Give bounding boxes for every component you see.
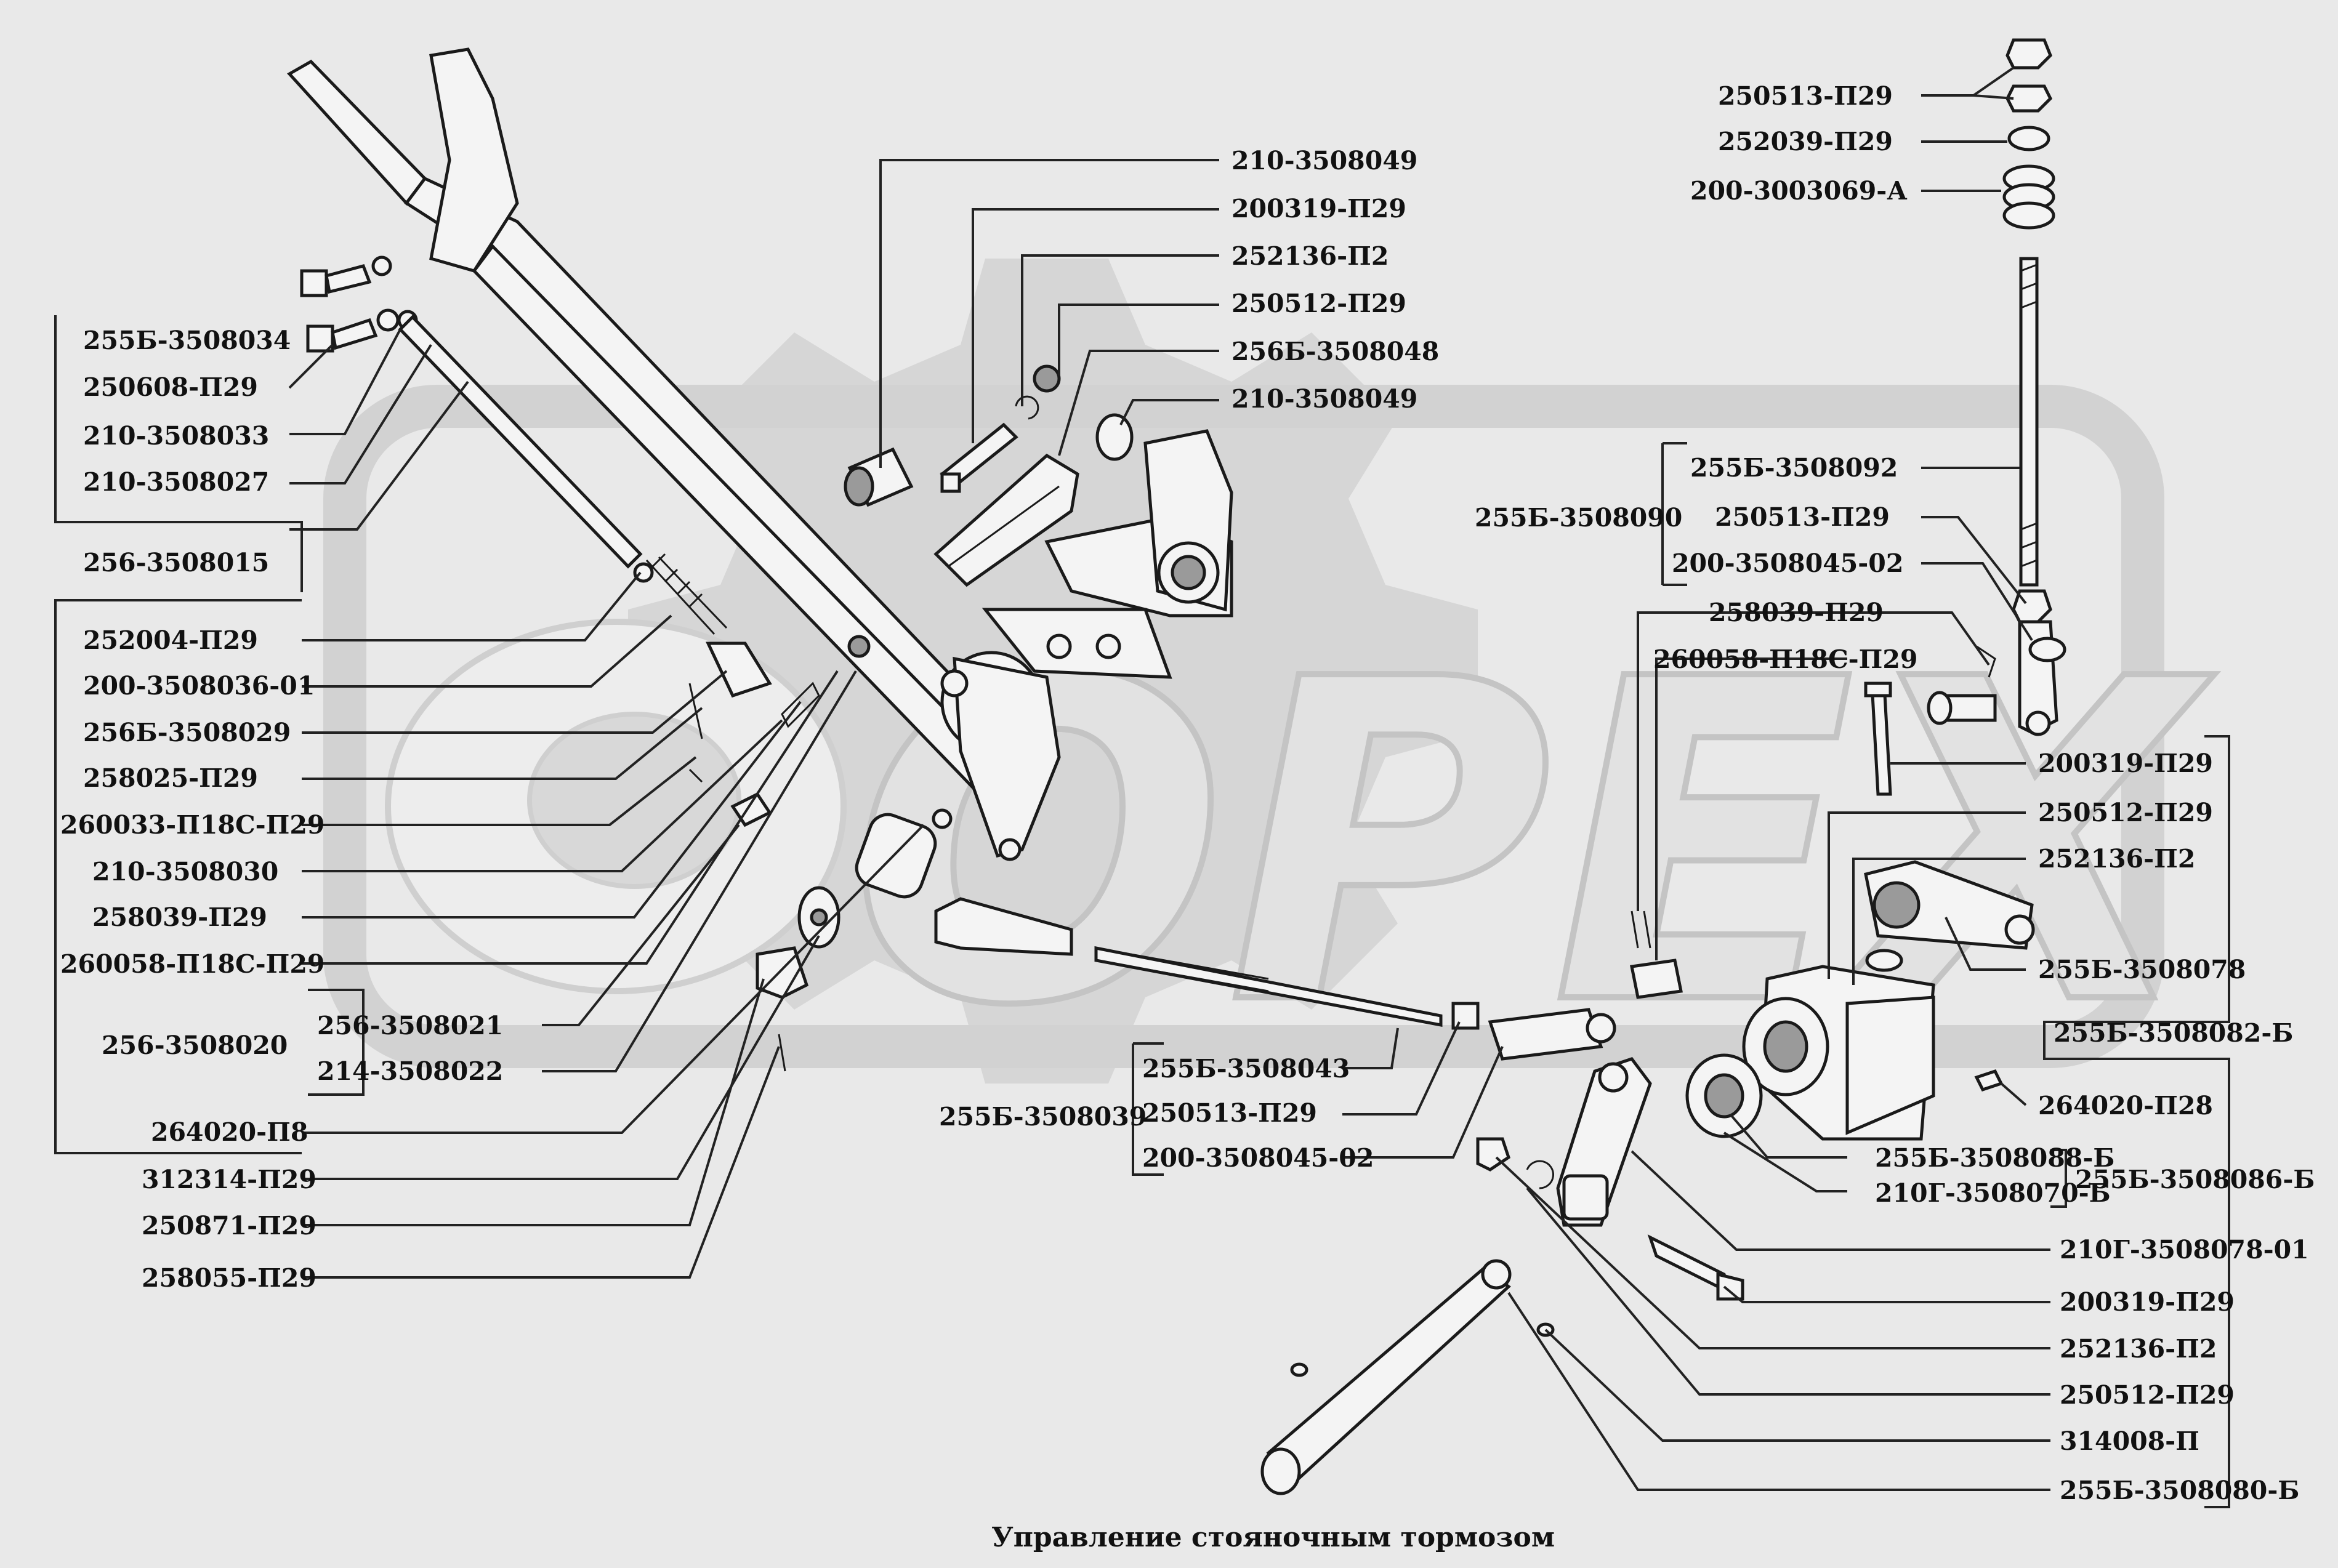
label-210-3508027: 210-3508027 — [83, 467, 269, 497]
label-210-3508049-b: 210-3508049 — [1231, 384, 1417, 414]
bushings-and-nuts — [756, 808, 953, 1072]
label-255b-3508082-b: 255Б-3508082-Б — [2054, 1018, 2293, 1048]
label-255b-3508043: 255Б-3508043 — [1142, 1054, 1350, 1084]
label-250513-p29-b: 250513-П29 — [1718, 81, 1893, 111]
brackets — [54, 315, 2230, 1508]
label-210g-3508070-b: 210Г-3508070-Б — [1875, 1178, 2111, 1208]
label-250513-p29-c: 250513-П29 — [1715, 502, 1890, 532]
label-210-3508030: 210-3508030 — [92, 857, 278, 887]
label-200319-p29-a: 200319-П29 — [1231, 194, 1406, 223]
bottom-lever — [1260, 1057, 1744, 1495]
right-housing — [1685, 860, 2035, 1141]
label-250871-p29: 250871-П29 — [142, 1211, 316, 1240]
part-labels: 210-3508049 200319-П29 252136-П2 250512-… — [60, 81, 2315, 1505]
upper-bushings — [844, 364, 1134, 507]
label-250512-p29-a: 250512-П29 — [1231, 289, 1406, 318]
label-255b-3508034: 255Б-3508034 — [83, 326, 291, 355]
label-258039-p29-a: 258039-П29 — [92, 903, 267, 932]
label-255b-3508078: 255Б-3508078 — [2038, 955, 2246, 984]
bracket-255Б-3508090 — [1661, 442, 1687, 586]
label-256b-3508029: 256Б-3508029 — [83, 718, 291, 747]
label-264020-p8: 264020-П8 — [151, 1117, 308, 1147]
label-264020-p28: 264020-П28 — [2038, 1091, 2213, 1120]
small-bolts — [300, 255, 418, 353]
label-255b-3508080-b: 255Б-3508080-Б — [2060, 1476, 2299, 1505]
label-258025-p29: 258025-П29 — [83, 763, 258, 793]
label-210g-3508078-01: 210Г-3508078-01 — [2060, 1235, 2309, 1264]
bracket-256-3508015 — [54, 315, 303, 1154]
label-256-3508021: 256-3508021 — [317, 1011, 503, 1040]
watermark-frame — [323, 385, 2164, 1068]
label-258055-p29: 258055-П29 — [142, 1263, 316, 1293]
bracket-255Б-3508082-Б — [2043, 735, 2230, 1508]
hand-lever — [287, 47, 1061, 861]
label-252004-p29: 252004-П29 — [83, 625, 258, 655]
label-214-3508022: 214-3508022 — [317, 1056, 503, 1086]
diagram-caption: Управление стояночным тормозом — [991, 1522, 1555, 1553]
label-250512-p29-c: 250512-П29 — [2060, 1380, 2235, 1410]
label-256b-3508048: 256Б-3508048 — [1231, 337, 1439, 366]
label-260033-p18s-p29: 260033-П18С-П29 — [60, 810, 324, 840]
label-200-3508045-02-b: 200-3508045-02 — [1672, 549, 1903, 578]
ratchet-sector — [933, 429, 1233, 679]
label-252039-p29: 252039-П29 — [1718, 127, 1893, 156]
label-252136-p2-b: 252136-П2 — [2038, 844, 2195, 874]
right-pins — [1630, 645, 1997, 999]
label-252136-p2-c: 252136-П2 — [2060, 1334, 2217, 1364]
label-256-3508020: 256-3508020 — [102, 1031, 288, 1060]
label-255b-3508090: 255Б-3508090 — [1475, 503, 1682, 533]
label-255b-3508039: 255Б-3508039 — [939, 1102, 1147, 1132]
rod-and-spring — [398, 315, 871, 827]
label-250513-p29-a: 250513-П29 — [1142, 1098, 1317, 1128]
right-rod-stack — [2002, 38, 2066, 736]
label-210-3508049-a: 210-3508049 — [1231, 146, 1417, 175]
bracket-256-3508020 — [308, 989, 365, 1096]
label-255b-3508092: 255Б-3508092 — [1690, 453, 1898, 483]
parts — [287, 38, 2066, 1495]
label-210-3508033: 210-3508033 — [83, 421, 269, 451]
label-314008-p: 314008-П — [2060, 1426, 2199, 1456]
label-255b-3508088-b: 255Б-3508088-Б — [1875, 1143, 2114, 1173]
bracket-255Б-3508086-Б — [2050, 1149, 2067, 1208]
label-258039-p29-b: 258039-П29 — [1709, 598, 1884, 627]
bracket-255Б-3508039 — [1132, 1042, 1164, 1176]
label-250608-p29: 250608-П29 — [83, 372, 258, 402]
label-200319-p29-c: 200319-П29 — [2060, 1287, 2235, 1317]
label-260058-p18s-p29-b: 260058-П18С-П29 — [1653, 645, 1917, 674]
leader-lines — [288, 66, 2050, 1491]
label-260058-p18s-p29-a: 260058-П18С-П29 — [60, 949, 324, 979]
label-200-3508045-02-a: 200-3508045-02 — [1142, 1143, 1374, 1173]
label-200319-p29-b: 200319-П29 — [2038, 749, 2213, 778]
label-312314-p29: 312314-П29 — [142, 1165, 316, 1194]
label-200-3508036-01: 200-3508036-01 — [83, 671, 315, 701]
label-252136-p2-a: 252136-П2 — [1231, 241, 1389, 271]
label-200-3003069-a: 200-3003069-А — [1690, 176, 1908, 206]
label-255b-3508086-b: 255Б-3508086-Б — [2075, 1165, 2315, 1194]
label-256-3508015: 256-3508015 — [83, 548, 269, 577]
label-250512-p29-b: 250512-П29 — [2038, 798, 2213, 827]
